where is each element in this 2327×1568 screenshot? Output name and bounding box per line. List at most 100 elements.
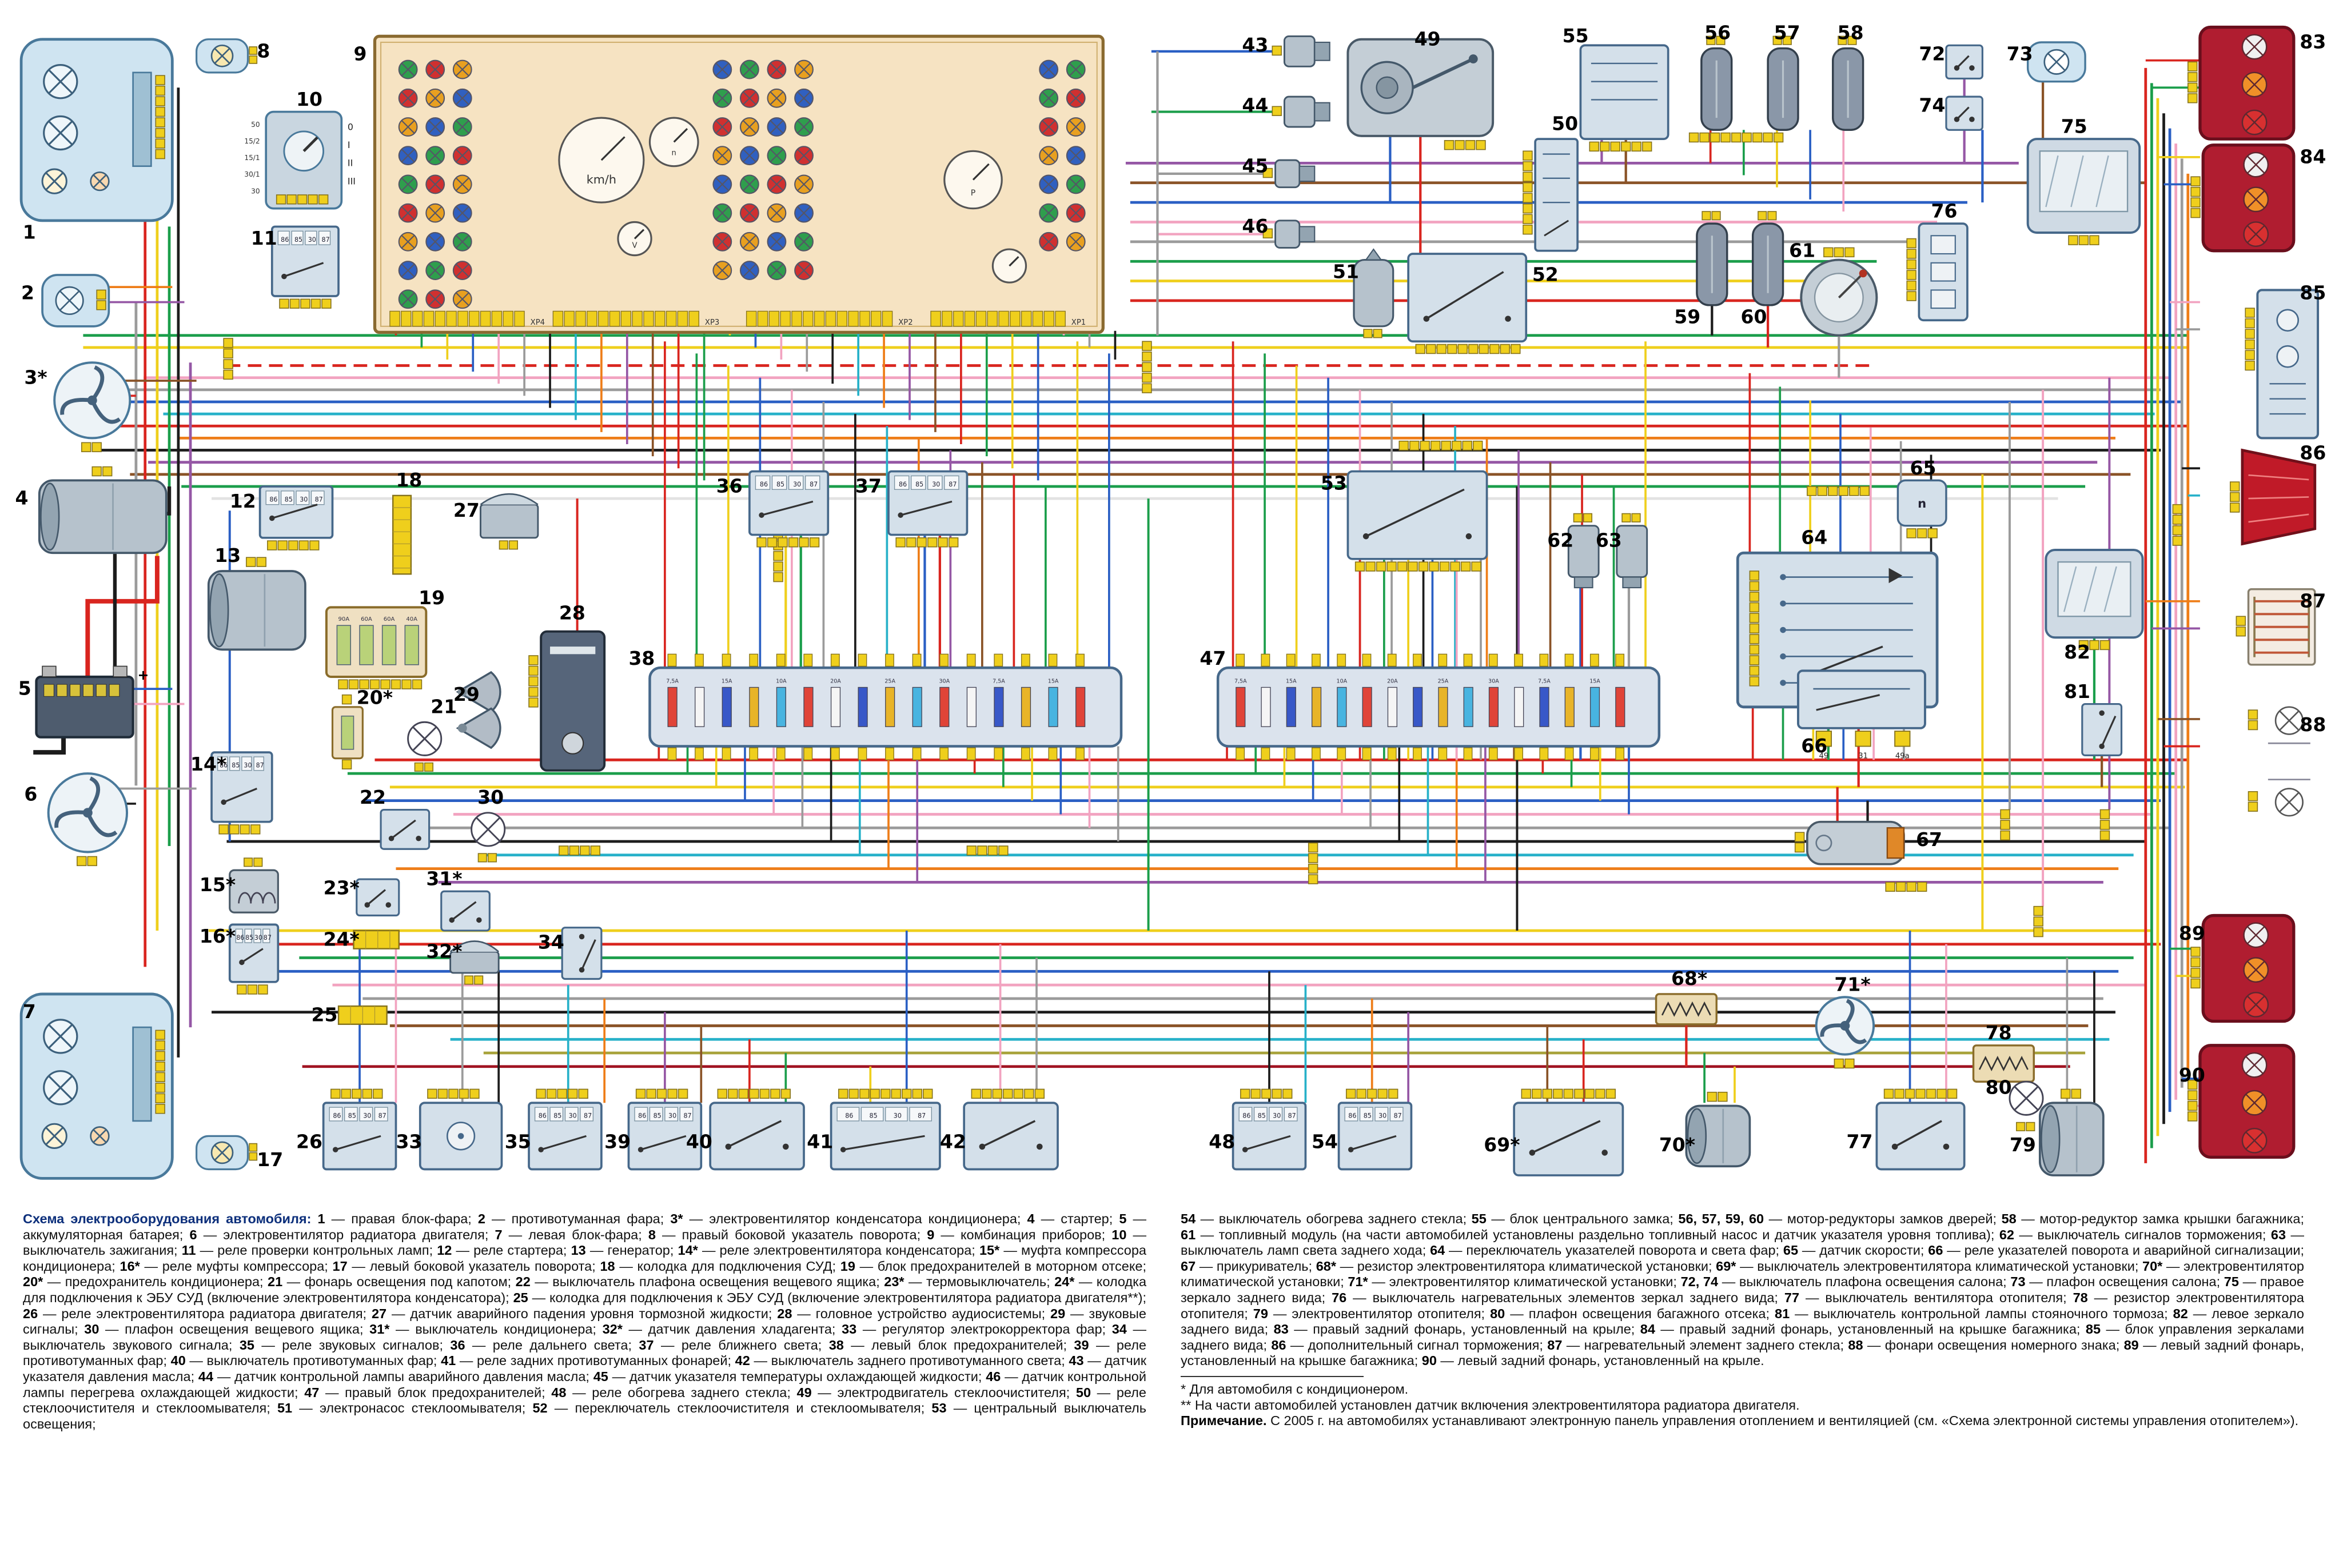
- component-87: 87: [2236, 588, 2326, 666]
- legend-item: 67 — прикуриватель;: [1181, 1258, 1316, 1274]
- svg-text:86: 86: [638, 1112, 646, 1120]
- svg-text:53: 53: [1321, 472, 1347, 494]
- svg-text:28: 28: [559, 602, 585, 624]
- svg-text:69*: 69*: [1484, 1134, 1520, 1156]
- svg-text:V: V: [632, 242, 637, 250]
- svg-text:31: 31: [1858, 752, 1868, 761]
- legend-left-column: Схема электрооборудования автомобиля: 1 …: [23, 1211, 1146, 1568]
- svg-text:40: 40: [686, 1131, 712, 1153]
- component-67: 67: [1794, 820, 1942, 865]
- svg-text:45: 45: [1242, 154, 1268, 177]
- svg-text:20*: 20*: [357, 687, 393, 709]
- legend-note: Примечание. С 2005 г. на автомобилях уст…: [1181, 1413, 2304, 1429]
- svg-text:15*: 15*: [200, 873, 236, 896]
- component-32: 32*: [426, 940, 500, 985]
- legend-item: 38 — левый блок предохранителей;: [828, 1337, 1074, 1352]
- component-77: 77: [1847, 1088, 1966, 1171]
- svg-text:15А: 15А: [1286, 679, 1297, 685]
- svg-text:86: 86: [269, 496, 277, 503]
- svg-text:10А: 10А: [1337, 679, 1348, 685]
- svg-text:I: I: [348, 139, 350, 150]
- svg-text:86: 86: [333, 1112, 341, 1120]
- legend-item: 78 — резистор электровентилятора отопите…: [1181, 1290, 2304, 1321]
- svg-text:9: 9: [353, 43, 366, 65]
- svg-text:84: 84: [2300, 145, 2326, 167]
- component-53: 53: [1321, 470, 1488, 572]
- legend-item: 47 — правый блок предохранителей;: [304, 1385, 552, 1400]
- component-65: n65: [1896, 457, 1947, 538]
- svg-text:30: 30: [894, 1112, 902, 1120]
- svg-text:87: 87: [584, 1112, 592, 1120]
- component-46: 46: [1242, 215, 1316, 249]
- svg-text:14*: 14*: [190, 753, 226, 775]
- legend-item: 44 — датчик контрольной лампы аварийного…: [198, 1368, 593, 1384]
- wire: [85, 556, 160, 677]
- component-70: 70*: [1659, 1091, 1751, 1168]
- legend-item: 1 — правая блок-фара;: [317, 1211, 478, 1226]
- legend-item: 29 — звуковые сигналы;: [23, 1306, 1146, 1337]
- svg-text:30: 30: [932, 481, 940, 488]
- svg-text:37: 37: [855, 475, 882, 497]
- legend-item: 23* — термовыключатель;: [884, 1274, 1055, 1290]
- component-81: 81: [2064, 680, 2123, 756]
- legend-item: 51 — электронасос стеклоомывателя;: [277, 1401, 533, 1416]
- legend-right-column: 54 — выключатель обогрева заднего стекла…: [1181, 1211, 2304, 1568]
- svg-text:15/2: 15/2: [244, 137, 260, 145]
- svg-text:49: 49: [1819, 752, 1828, 761]
- footnote-ac: * Для автомобиля с кондиционером.: [1181, 1381, 1409, 1397]
- component-28: 28: [528, 602, 606, 772]
- svg-text:85: 85: [776, 481, 784, 488]
- component-8: 8: [196, 38, 270, 74]
- component-18: 18: [392, 469, 422, 575]
- svg-text:III: III: [348, 175, 356, 186]
- svg-text:30: 30: [569, 1112, 577, 1120]
- note-text: С 2005 г. на автомобилях устанавливают э…: [1270, 1413, 2299, 1429]
- component-60: 60: [1741, 211, 1784, 328]
- component-17: 17: [196, 1135, 283, 1171]
- svg-text:85: 85: [1364, 1112, 1372, 1120]
- legend-item: 12 — реле стартера;: [437, 1243, 571, 1258]
- svg-text:58: 58: [1838, 22, 1864, 44]
- component-55: 55: [1563, 25, 1669, 152]
- svg-text:30: 30: [300, 496, 308, 503]
- component-4: 4: [15, 466, 168, 554]
- svg-text:85: 85: [294, 236, 302, 244]
- svg-text:15А: 15А: [1048, 679, 1059, 685]
- svg-text:35: 35: [505, 1131, 531, 1153]
- component-40: 40: [686, 1088, 805, 1171]
- component-83: 83: [2187, 25, 2326, 141]
- legend-item: 34 — выключатель звукового сигнала;: [23, 1322, 1146, 1352]
- svg-text:27: 27: [453, 499, 480, 521]
- svg-text:18: 18: [396, 469, 422, 491]
- legend-item: 66 — реле указателей поворота и аварийно…: [1928, 1243, 2304, 1258]
- svg-text:86: 86: [236, 934, 244, 941]
- svg-text:12: 12: [230, 490, 256, 512]
- component-79: 79: [2010, 1088, 2105, 1176]
- legend-item: 75 — правое зеркало заднего вида;: [1181, 1274, 2305, 1305]
- svg-text:24*: 24*: [324, 928, 360, 950]
- legend-item: 4 — стартер;: [1027, 1211, 1119, 1226]
- legend-item: 18 — колодка для подключения СУД;: [600, 1258, 840, 1274]
- legend-item: 62 — выключатель сигналов торможения;: [1999, 1227, 2271, 1242]
- svg-text:87: 87: [810, 481, 818, 488]
- legend-item: 2 — противотуманная фара;: [477, 1211, 671, 1226]
- svg-text:86: 86: [2300, 441, 2326, 464]
- legend-item: 73 — плафон освещения салона;: [2010, 1274, 2224, 1290]
- svg-text:85: 85: [245, 934, 253, 941]
- svg-text:30: 30: [244, 762, 252, 769]
- svg-text:74: 74: [1919, 94, 1945, 117]
- svg-text:86: 86: [281, 236, 289, 244]
- svg-text:ХР2: ХР2: [898, 318, 913, 327]
- svg-text:85: 85: [285, 496, 293, 503]
- wire: [33, 737, 66, 755]
- legend-item: 50 — реле стеклоочистителя и стеклоомыва…: [23, 1385, 1146, 1416]
- svg-text:48: 48: [1209, 1131, 1235, 1153]
- svg-text:65: 65: [1910, 457, 1936, 479]
- legend-item: 14* — реле электровентилятора конденсато…: [678, 1243, 979, 1258]
- svg-text:4: 4: [15, 487, 28, 509]
- component-43: 43: [1242, 34, 1330, 67]
- svg-text:64: 64: [1801, 526, 1827, 548]
